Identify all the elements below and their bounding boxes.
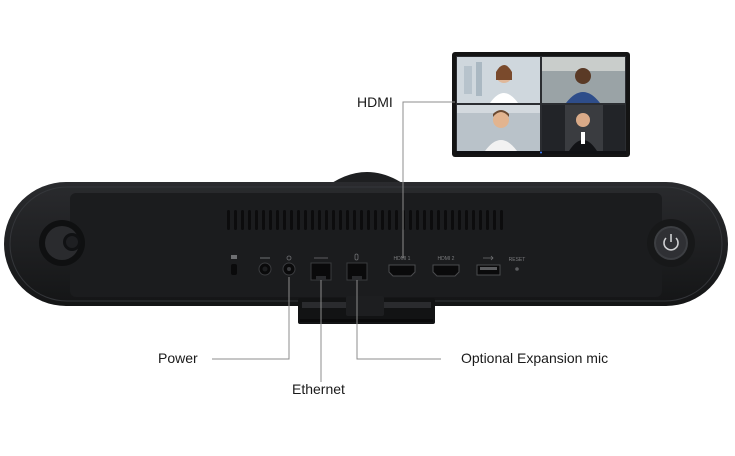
grille-slot <box>346 210 349 230</box>
grille-slot <box>451 210 454 230</box>
kensington-lock[interactable] <box>231 255 237 275</box>
hdmi-leader <box>402 101 455 258</box>
grille-slot <box>430 210 433 230</box>
grille-slot <box>479 210 482 230</box>
grille-slot <box>388 210 391 230</box>
grille-slot <box>444 210 447 230</box>
grille-slot <box>395 210 398 230</box>
grille-slot <box>458 210 461 230</box>
grille-slot <box>409 210 412 230</box>
grille-slot <box>339 210 342 230</box>
grille-slot <box>353 210 356 230</box>
grille-slot <box>311 210 314 230</box>
usb-port[interactable] <box>476 255 501 276</box>
reset-label: RESET <box>509 257 526 263</box>
video-tile-3 <box>457 105 540 151</box>
grille-slot <box>318 210 321 230</box>
grille-slot <box>465 210 468 230</box>
ethernet-port[interactable] <box>310 257 332 281</box>
mic-leader <box>356 280 441 360</box>
leader-lines <box>212 101 455 382</box>
grille-slot <box>437 210 440 230</box>
grille-slot <box>493 210 496 230</box>
grille-slot <box>304 210 307 230</box>
conference-bar <box>4 172 728 306</box>
hdmi-1-port[interactable]: HDMI 1 <box>388 256 416 277</box>
ethernet-callout: Ethernet <box>292 381 345 397</box>
mic-expansion-port[interactable] <box>346 253 368 281</box>
grille-slot <box>325 210 328 230</box>
power-leader <box>212 277 290 360</box>
reset-button[interactable]: RESET <box>509 257 526 271</box>
grille-slot <box>283 210 286 230</box>
grille-slot <box>276 210 279 230</box>
video-tile-4 <box>542 105 625 151</box>
power-port[interactable] <box>282 255 296 276</box>
grille-slot <box>486 210 489 230</box>
grille-slot <box>332 210 335 230</box>
grille-slot <box>255 210 258 230</box>
grille-slot <box>500 210 503 230</box>
grille-slot <box>367 210 370 230</box>
hdmi-2-label: HDMI 2 <box>438 256 455 262</box>
grille-slot <box>269 210 272 230</box>
grille-slot <box>360 210 363 230</box>
video-tile-2 <box>542 57 625 103</box>
power-button[interactable] <box>647 219 695 267</box>
power-callout: Power <box>158 350 198 366</box>
grille-slot <box>423 210 426 230</box>
usb-icon <box>483 255 494 261</box>
display-monitor <box>452 52 630 157</box>
grille-slot <box>290 210 293 230</box>
port-panel: HDMI 1 HDMI 2 RESET <box>231 253 526 281</box>
speaker-grille <box>227 210 503 230</box>
audio-jack[interactable] <box>258 257 272 276</box>
mounting-bracket <box>298 296 435 324</box>
expansion-mic-callout: Optional Expansion mic <box>461 350 609 366</box>
hdmi-1-label: HDMI 1 <box>394 256 411 262</box>
hdmi-2-port[interactable]: HDMI 2 <box>432 256 460 277</box>
hdmi-callout: HDMI <box>357 94 393 110</box>
grille-slot <box>374 210 377 230</box>
grille-slot <box>241 210 244 230</box>
grille-slot <box>227 210 230 230</box>
power-icon <box>663 237 679 251</box>
grille-slot <box>234 210 237 230</box>
lens-knob[interactable] <box>39 220 85 266</box>
video-tile-1 <box>457 57 540 103</box>
grille-slot <box>248 210 251 230</box>
grille-slot <box>262 210 265 230</box>
grille-slot <box>416 210 419 230</box>
grille-slot <box>472 210 475 230</box>
grille-slot <box>381 210 384 230</box>
grille-slot <box>297 210 300 230</box>
